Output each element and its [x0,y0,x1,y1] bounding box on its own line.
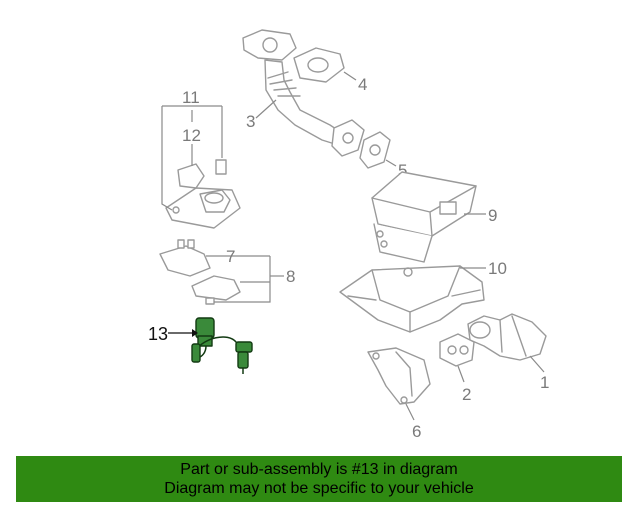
callout-7: 7 [226,247,235,266]
callout-9: 9 [488,206,497,225]
part-3-egr-pipe [242,29,365,157]
part-4-gasket [293,47,345,83]
callout-5: 5 [398,161,407,180]
part-11-12-vsv-assembly [165,159,241,229]
callout-4: 4 [358,75,367,94]
part-10-bracket [339,265,485,333]
banner-line-1: Part or sub-assembly is #13 in diagram [180,461,458,478]
parts-diagram: 3 4 5 9 10 1 [148,29,549,441]
part-1-egr-valve [467,313,547,361]
callout-10: 10 [488,259,507,278]
part-2-gasket [439,333,475,367]
banner-line-2: Diagram may not be specific to your vehi… [164,480,474,497]
callout-3: 3 [246,112,255,131]
callout-1: 1 [540,373,549,392]
info-banner: Part or sub-assembly is #13 in diagram D… [16,456,622,502]
part-9-canister [371,171,477,263]
part-8-bracket [191,275,241,305]
callout-13: 13 [148,324,168,344]
callout-6: 6 [412,422,421,441]
part-13-oxygen-sensor[interactable] [191,317,253,374]
part-6-bracket [367,347,431,405]
callout-12: 12 [182,126,201,145]
callout-2: 2 [462,385,471,404]
callout-11: 11 [182,88,200,107]
part-5-gasket [359,131,391,169]
callout-8: 8 [286,267,295,286]
part-7-sensor [159,239,211,277]
